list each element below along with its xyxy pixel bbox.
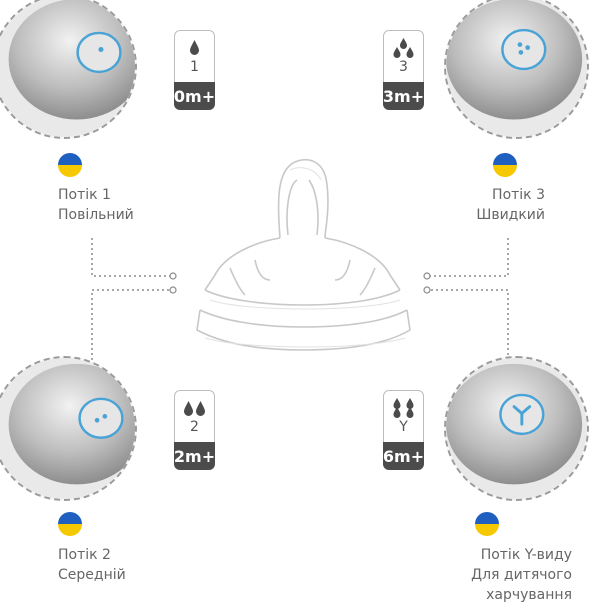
flow-2-badge: 2 2m+	[174, 390, 215, 470]
ukraine-flag-icon	[58, 153, 82, 177]
flow-y-label: Потік Y-виду Для дитячого харчування	[471, 547, 572, 603]
flow-3-badge: 3 3m+	[383, 30, 424, 110]
ukraine-flag-icon	[475, 512, 499, 536]
flow-y-number: Y	[399, 419, 408, 435]
flow-3-age: 3m+	[383, 82, 424, 110]
flow-1-age: 0m+	[174, 82, 215, 110]
nipple-image	[196, 159, 411, 351]
flow-3-closeup	[444, 0, 589, 139]
flow-2-age: 2m+	[174, 442, 215, 470]
water-drop-icon	[393, 398, 414, 418]
ukraine-flag-icon	[58, 512, 82, 536]
flow-y-badge: Y 6m+	[383, 390, 424, 470]
flow-1-label: Потік 1 Повільний	[58, 187, 134, 223]
water-drop-icon	[190, 40, 199, 55]
flow-y-closeup	[444, 356, 589, 501]
flow-2-number: 2	[190, 419, 199, 435]
flow-2-closeup	[0, 356, 137, 501]
flow-y-age: 6m+	[383, 442, 424, 470]
flow-1-badge: 1 0m+	[174, 30, 215, 110]
water-drop-icon	[184, 401, 205, 416]
flow-1-number: 1	[190, 59, 199, 75]
flow-3-number: 3	[399, 59, 408, 75]
water-drop-icon	[393, 38, 414, 58]
flow-2-label: Потік 2 Середній	[58, 547, 126, 583]
flow-1-closeup	[0, 0, 137, 139]
ukraine-flag-icon	[493, 153, 517, 177]
flow-3-label: Потік 3 Швидкий	[476, 187, 545, 223]
